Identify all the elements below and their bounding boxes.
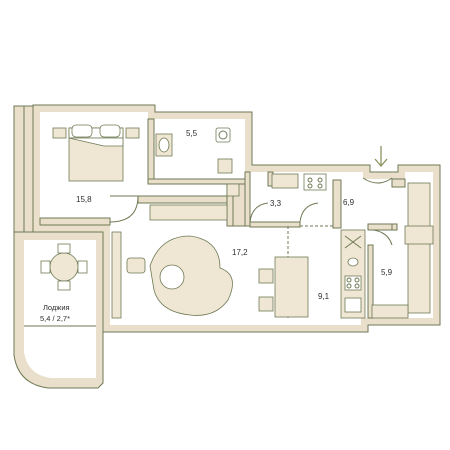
storage-fixtures xyxy=(271,173,327,191)
living-furniture xyxy=(111,231,233,319)
arrow-down-icon xyxy=(374,146,388,167)
bedroom-area: 15,8 xyxy=(76,195,92,204)
kitchen-area: 9,1 xyxy=(318,292,330,301)
bedroom-furniture xyxy=(52,124,228,221)
corridor-area: 5,9 xyxy=(381,268,393,277)
hall-furniture xyxy=(371,182,434,319)
loggia xyxy=(13,231,104,389)
bathroom-fixtures xyxy=(155,127,240,197)
storage-area: 3,3 xyxy=(270,199,282,208)
bedroom-window xyxy=(13,105,34,233)
living-area: 17,2 xyxy=(232,248,248,257)
loggia-label: Лоджия xyxy=(43,303,70,312)
partitions xyxy=(39,118,406,319)
loggia-area: 5,4 / 2,7* xyxy=(40,314,70,323)
doors xyxy=(109,177,393,246)
kitchen-furniture xyxy=(258,229,366,319)
bathroom-area: 5,5 xyxy=(186,129,198,138)
hall-area: 6,9 xyxy=(343,198,355,207)
